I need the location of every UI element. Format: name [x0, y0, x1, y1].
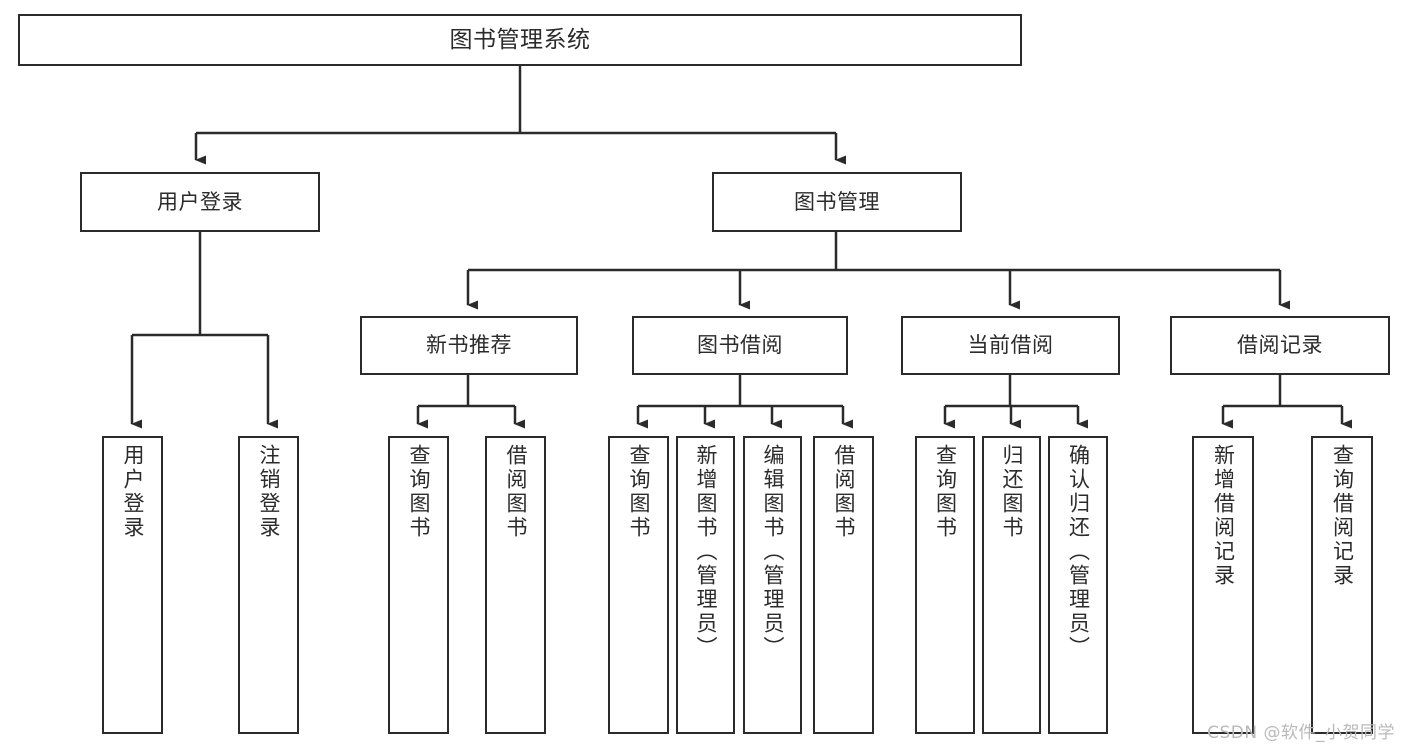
leaf-current-query-book-label: 查询图书 [933, 444, 958, 540]
leaf-borrow-add-book-admin[interactable]: 新增图书（管理员） [676, 436, 735, 734]
node-new-book-recommend-label: 新书推荐 [426, 333, 512, 358]
leaf-current-return-book-label: 归还图书 [1000, 444, 1024, 540]
leaf-user-logout[interactable]: 注销登录 [238, 436, 299, 734]
node-current-borrow[interactable]: 当前借阅 [901, 316, 1120, 375]
node-book-management-label: 图书管理 [794, 189, 880, 214]
leaf-record-add-record[interactable]: 新增借阅记录 [1192, 436, 1254, 734]
leaf-borrow-edit-book-admin-label: 编辑图书（管理员） [761, 444, 785, 660]
leaf-newbook-query-book-label: 查询图书 [407, 444, 431, 540]
leaf-user-logout-label: 注销登录 [257, 444, 281, 540]
leaf-current-confirm-return-admin-label: 确认归还（管理员） [1066, 444, 1091, 660]
node-current-borrow-label: 当前借阅 [967, 333, 1054, 358]
node-book-borrow[interactable]: 图书借阅 [632, 316, 848, 375]
node-book-borrow-label: 图书借阅 [697, 333, 783, 358]
node-user-login[interactable]: 用户登录 [80, 172, 320, 232]
node-root[interactable]: 图书管理系统 [18, 14, 1022, 66]
leaf-user-login-label: 用户登录 [121, 444, 145, 540]
leaf-newbook-borrow-book-label: 借阅图书 [504, 444, 528, 540]
node-root-label: 图书管理系统 [449, 26, 591, 53]
node-borrow-record-label: 借阅记录 [1237, 333, 1323, 358]
leaf-borrow-edit-book-admin[interactable]: 编辑图书（管理员） [743, 436, 802, 734]
leaf-current-confirm-return-admin[interactable]: 确认归还（管理员） [1048, 436, 1108, 734]
leaf-borrow-query-book-label: 查询图书 [627, 444, 651, 540]
node-book-management[interactable]: 图书管理 [712, 172, 962, 232]
leaf-current-return-book[interactable]: 归还图书 [982, 436, 1041, 734]
leaf-current-query-book[interactable]: 查询图书 [915, 436, 975, 734]
leaf-newbook-query-book[interactable]: 查询图书 [388, 436, 449, 734]
leaf-borrow-borrow-book-label: 借阅图书 [832, 444, 856, 540]
leaf-borrow-query-book[interactable]: 查询图书 [608, 436, 669, 734]
leaf-record-add-record-label: 新增借阅记录 [1211, 444, 1236, 588]
leaf-borrow-borrow-book[interactable]: 借阅图书 [813, 436, 874, 734]
node-user-login-label: 用户登录 [157, 189, 243, 214]
csdn-watermark: CSDN @软件_小贺同学 [1207, 723, 1395, 743]
leaf-newbook-borrow-book[interactable]: 借阅图书 [485, 436, 546, 734]
leaf-user-login[interactable]: 用户登录 [102, 436, 163, 734]
leaf-record-query-record[interactable]: 查询借阅记录 [1311, 436, 1373, 734]
leaf-borrow-add-book-admin-label: 新增图书（管理员） [694, 444, 718, 660]
node-borrow-record[interactable]: 借阅记录 [1170, 316, 1390, 375]
node-new-book-recommend[interactable]: 新书推荐 [360, 316, 578, 375]
leaf-record-query-record-label: 查询借阅记录 [1330, 444, 1355, 588]
